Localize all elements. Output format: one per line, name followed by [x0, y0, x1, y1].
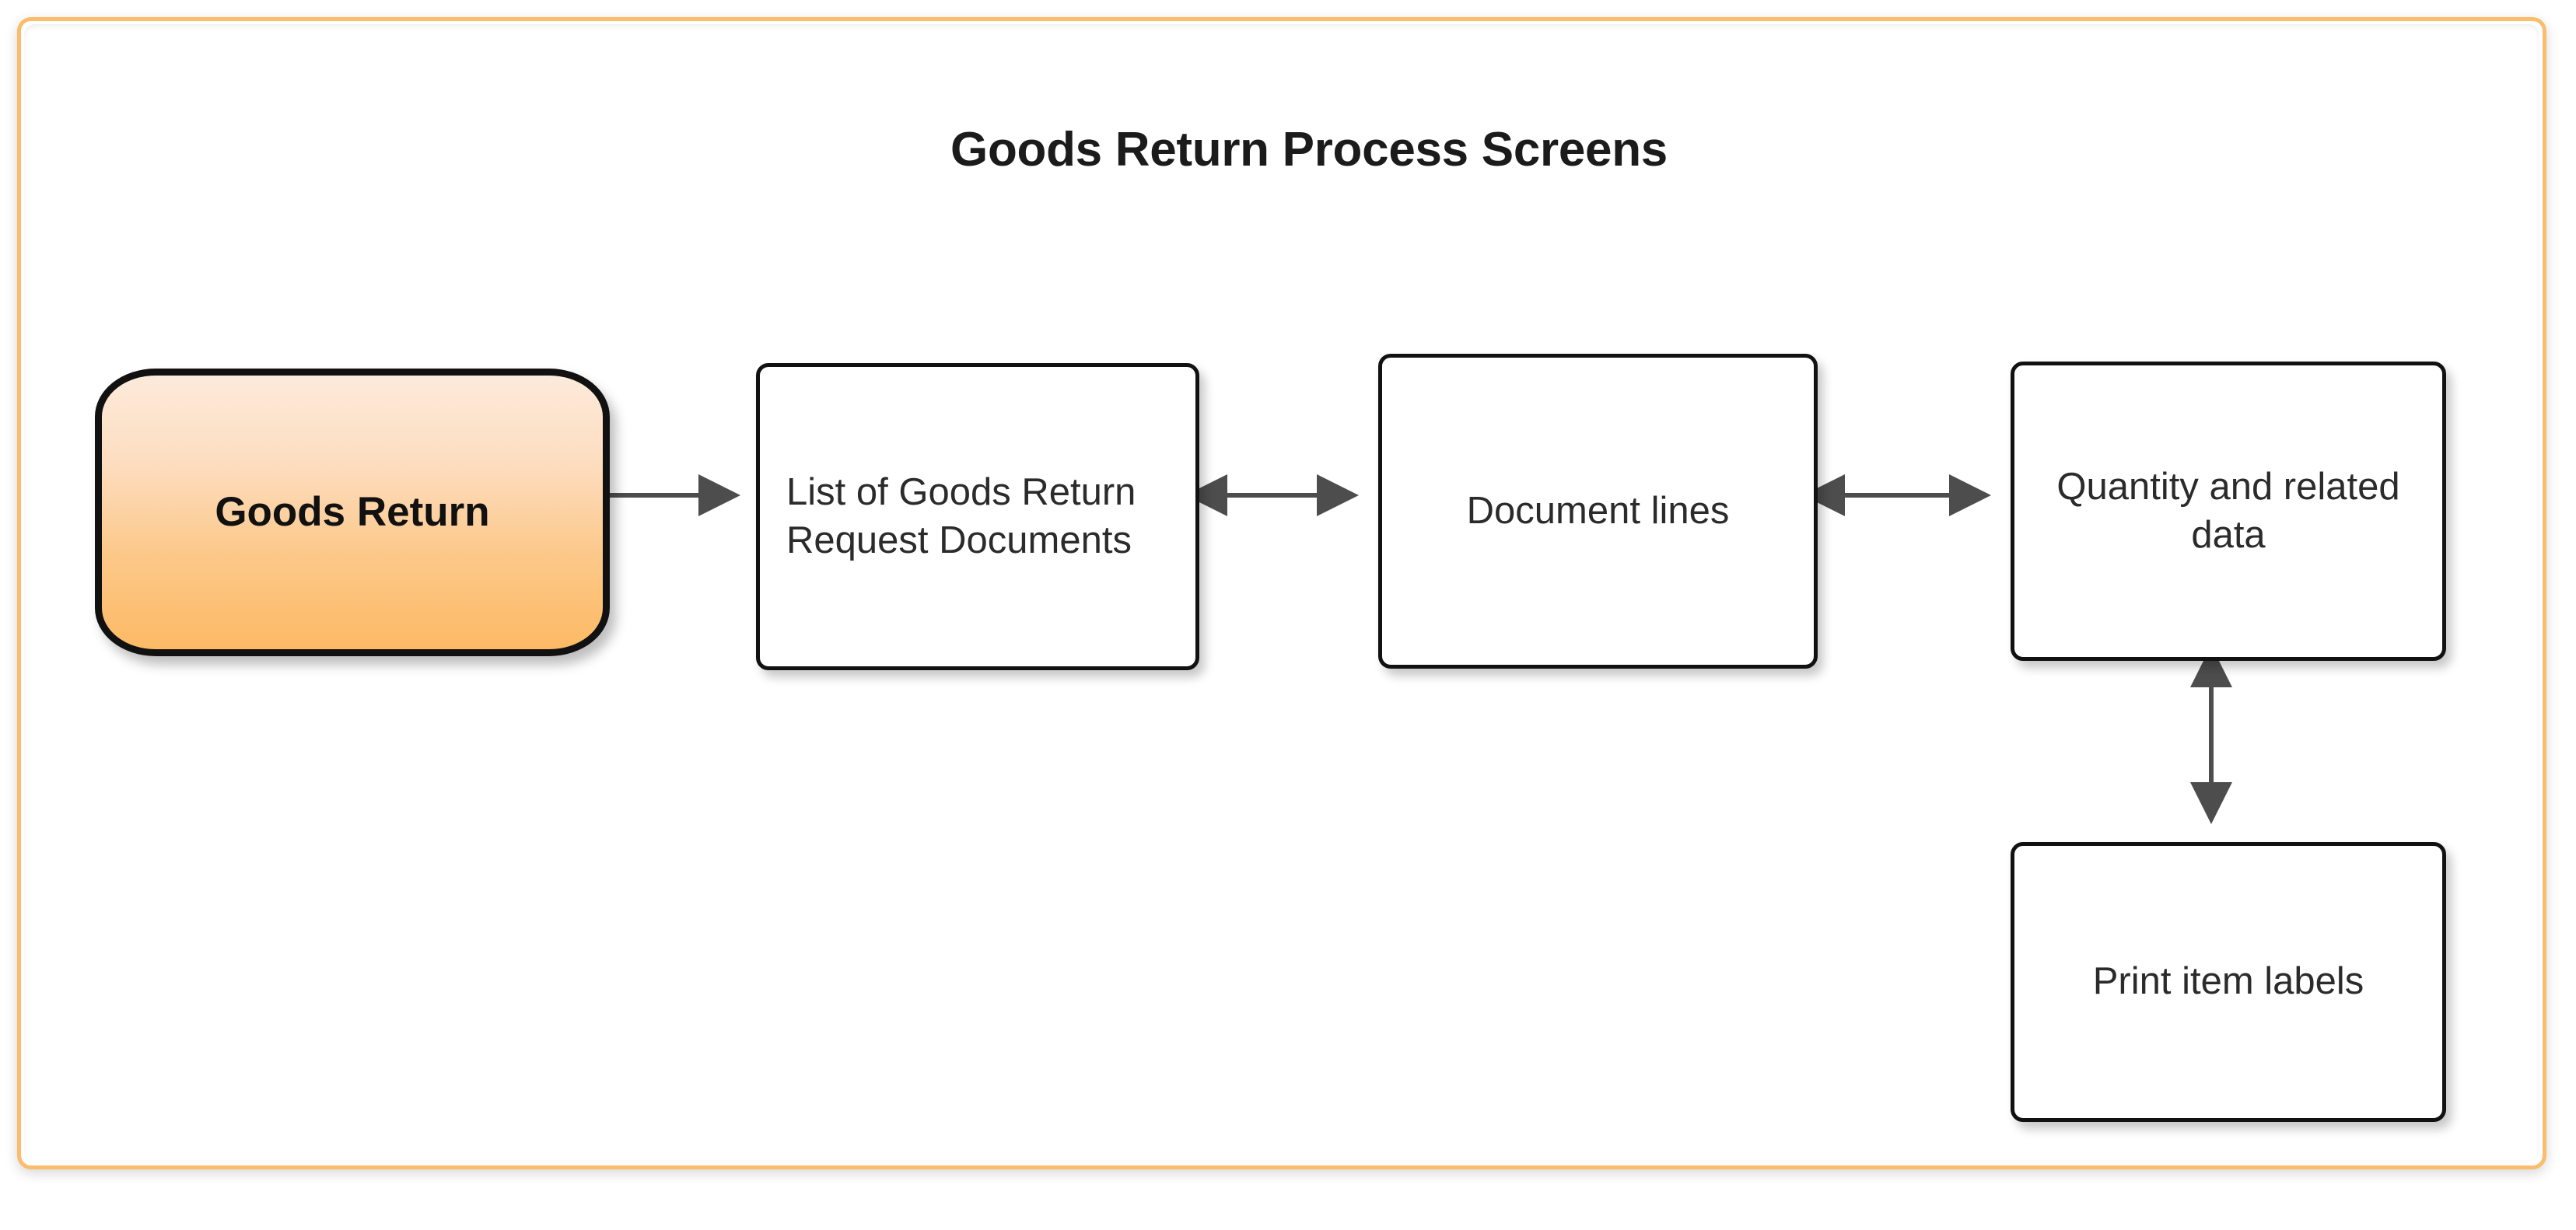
node-print-labels[interactable]: Print item labels	[2011, 842, 2446, 1122]
node-document-lines[interactable]: Document lines	[1378, 354, 1818, 669]
node-document-lines-label: Document lines	[1466, 489, 1730, 532]
diagram-frame: Goods Return Process Screens Goods Retur…	[17, 17, 2546, 1169]
node-list-documents-label: List of Goods Return Request Documents	[786, 470, 1136, 561]
node-list-documents[interactable]: List of Goods Return Request Documents	[756, 363, 1199, 670]
node-print-labels-label: Print item labels	[2092, 960, 2364, 1003]
node-quantity-data[interactable]: Quantity and related data	[2011, 362, 2446, 661]
node-goods-return-label: Goods Return	[215, 488, 490, 535]
node-quantity-data-label: Quantity and related data	[2056, 465, 2400, 556]
node-goods-return[interactable]: Goods Return	[95, 369, 610, 656]
page-title: Goods Return Process Screens	[950, 123, 1668, 176]
